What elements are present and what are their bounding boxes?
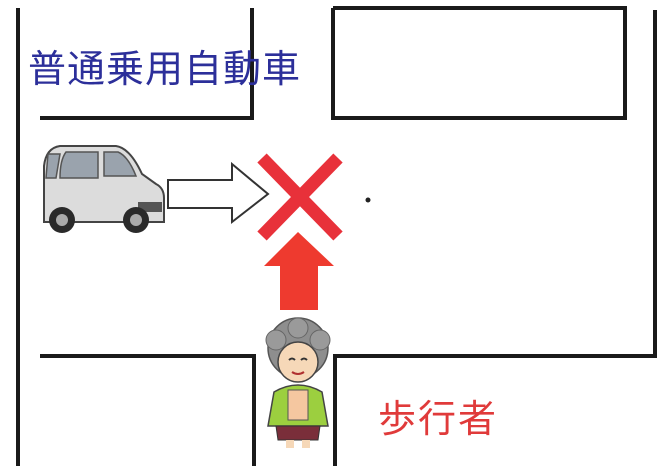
car-icon <box>43 145 165 233</box>
cross-x-icon <box>257 153 343 241</box>
block-bottom-right <box>333 10 657 466</box>
block-top-right <box>331 6 627 120</box>
elderly-woman-icon <box>265 317 331 448</box>
up-arrow-icon <box>264 232 334 310</box>
block-bottom-left <box>40 354 256 466</box>
vehicle-label: 普通乗用自動車 <box>28 47 302 91</box>
right-arrow-icon <box>167 161 270 225</box>
dot-mark <box>365 197 371 203</box>
road-lines <box>16 6 657 466</box>
block-top-left-bottom <box>40 8 254 120</box>
pedestrian-label: 歩行者 <box>378 397 499 441</box>
